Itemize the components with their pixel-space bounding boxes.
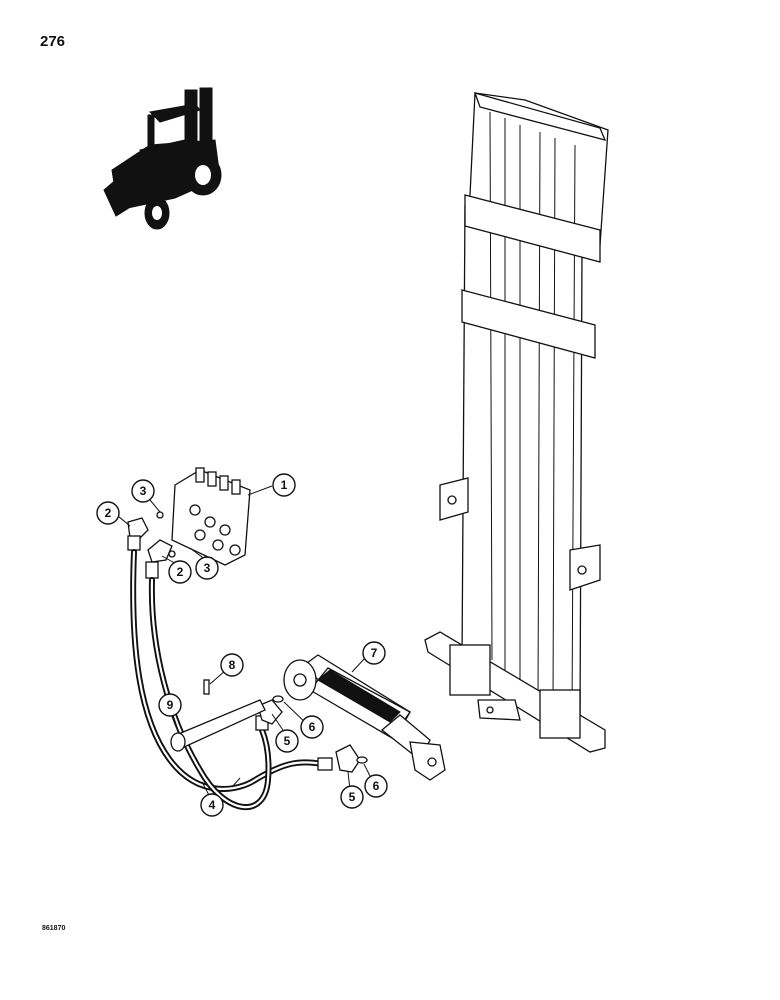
rough-terrain-forklift-icon	[103, 87, 222, 230]
pivot-pin	[170, 679, 266, 752]
callout-6-upper: 6	[300, 715, 324, 739]
callout-5-lower: 5	[340, 785, 364, 809]
callout-3-upper: 3	[131, 479, 155, 503]
figure-code: 861870	[42, 925, 66, 932]
callout-7: 7	[362, 641, 386, 665]
callout-label: 1	[281, 478, 288, 492]
callout-2-upper: 2	[96, 501, 120, 525]
callout-6-lower: 6	[364, 774, 388, 798]
callout-label: 2	[177, 565, 184, 579]
callout-label: 6	[309, 720, 316, 734]
callout-label: 6	[373, 779, 380, 793]
callout-label: 3	[140, 484, 147, 498]
callout-label: 7	[371, 646, 378, 660]
hydraulic-hose	[130, 549, 333, 810]
callout-label: 9	[167, 698, 174, 712]
callout-1: 1	[272, 473, 296, 497]
callout-9: 9	[158, 693, 182, 717]
elbow-fitting-upper	[127, 511, 164, 551]
callout-label: 3	[204, 561, 211, 575]
callout-label: 5	[284, 734, 291, 748]
callout-4: 4	[200, 793, 224, 817]
callout-5-upper: 5	[275, 729, 299, 753]
callout-label: 8	[229, 658, 236, 672]
callout-2-lower: 2	[168, 560, 192, 584]
elbow-fitting-lower	[145, 539, 176, 579]
forklift-mast-icon	[424, 92, 609, 753]
control-valve-icon	[171, 467, 251, 566]
tilt-cylinder-icon	[257, 654, 446, 781]
callout-3-lower: 3	[195, 556, 219, 580]
callout-label: 2	[105, 506, 112, 520]
callout-label: 4	[209, 798, 216, 812]
callout-8: 8	[220, 653, 244, 677]
callout-label: 5	[349, 790, 356, 804]
page-number: 276	[40, 33, 66, 50]
